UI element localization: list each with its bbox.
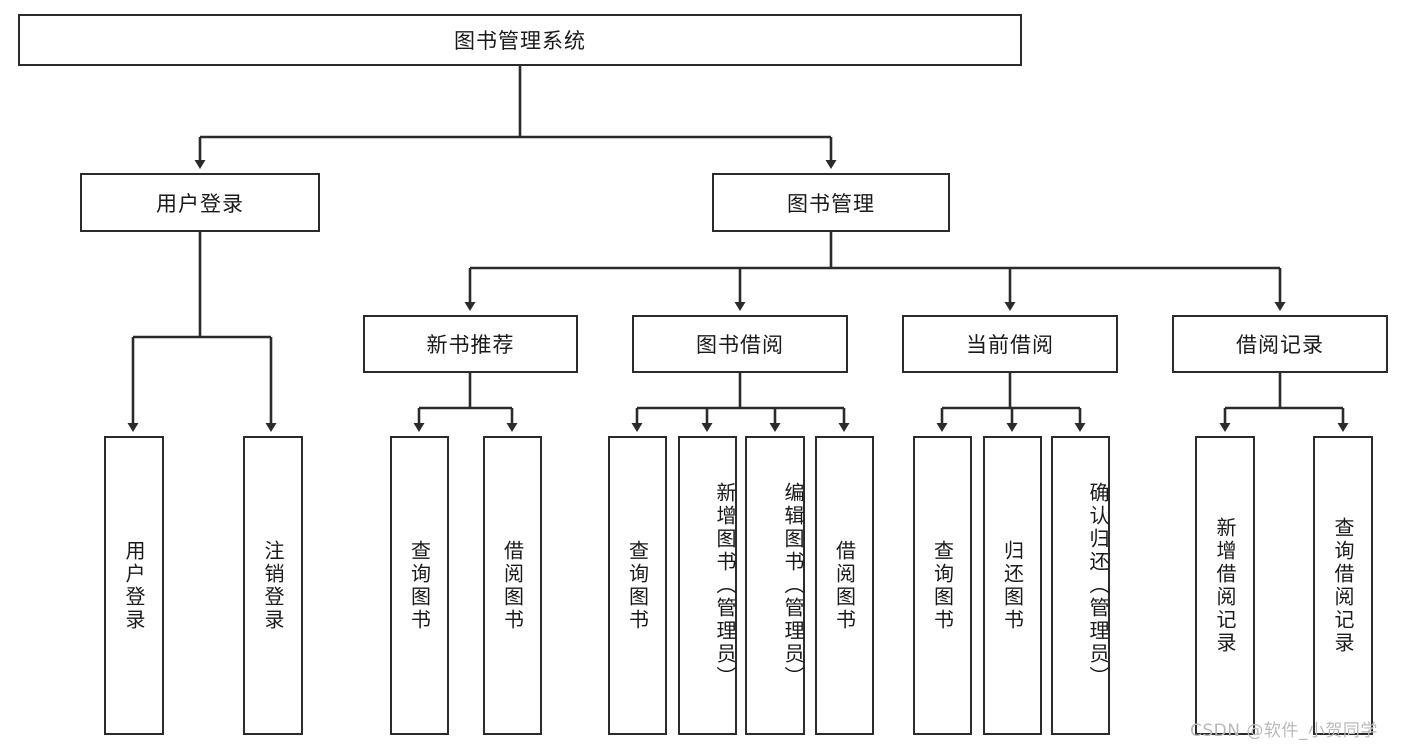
node-current-borrow[interactable]: 当前借阅 [902, 315, 1118, 373]
node-add-borrow-record[interactable]: 新增借阅记录 [1195, 436, 1255, 735]
node-borrow-book-2[interactable]: 借阅图书 [815, 436, 874, 735]
node-edit-book-admin[interactable]: 编辑图书（管理员） [745, 436, 805, 735]
node-query-book-1[interactable]: 查询图书 [390, 436, 449, 735]
node-book-management[interactable]: 图书管理 [712, 173, 950, 232]
node-borrow-book-1[interactable]: 借阅图书 [483, 436, 542, 735]
node-book-borrow[interactable]: 图书借阅 [632, 315, 848, 373]
node-user-login-do[interactable]: 用户登录 [104, 436, 164, 735]
node-add-book-admin[interactable]: 新增图书（管理员） [678, 436, 737, 735]
node-root[interactable]: 图书管理系统 [18, 14, 1022, 66]
node-new-book-recommend[interactable]: 新书推荐 [363, 315, 578, 373]
node-return-book[interactable]: 归还图书 [983, 436, 1042, 735]
node-user-logout[interactable]: 注销登录 [243, 436, 303, 735]
node-user-login[interactable]: 用户登录 [80, 173, 320, 232]
node-borrow-record[interactable]: 借阅记录 [1172, 315, 1388, 373]
node-query-book-3[interactable]: 查询图书 [913, 436, 972, 735]
node-query-borrow-record[interactable]: 查询借阅记录 [1313, 436, 1373, 735]
watermark-text: CSDN @软件_小贺同学 [1190, 721, 1378, 741]
node-confirm-return-admin[interactable]: 确认归还（管理员） [1051, 436, 1110, 735]
node-query-book-2[interactable]: 查询图书 [608, 436, 667, 735]
